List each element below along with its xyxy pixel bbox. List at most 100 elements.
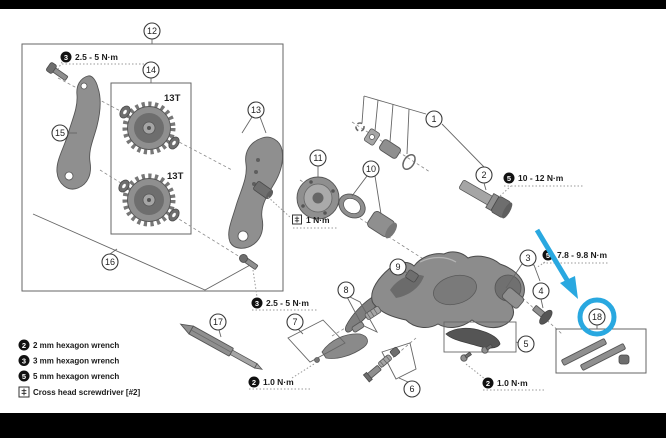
callout-1: 1 (425, 110, 443, 128)
svg-text:2: 2 (22, 341, 26, 350)
svg-text:18: 18 (592, 312, 602, 322)
dotted-leader-lines (57, 61, 546, 380)
callout-9: 9 (389, 258, 407, 276)
torque-value: 1.0 N·m (263, 377, 294, 387)
pulley-teeth-label-top: 13T (164, 93, 181, 104)
pulley-bolt-bottom (239, 254, 259, 270)
blue-arrowhead-icon (560, 276, 578, 299)
axle-unit-parts-1 (355, 95, 485, 170)
tool-legend: 2 2 mm hexagon wrench 3 3 mm hexagon wre… (18, 339, 140, 398)
torque-value: 2.5 - 5 N·m (266, 298, 309, 308)
plate-part-7 (287, 319, 368, 363)
svg-text:11: 11 (313, 153, 322, 163)
tool-size-badge: 3 (64, 53, 68, 62)
bushing-ring-10 (338, 193, 366, 219)
callout-13: 13 (247, 101, 265, 119)
legend-label: 2 mm hexagon wrench (33, 341, 119, 350)
legend-label: Cross head screwdriver [#2] (33, 388, 140, 397)
legend-row-2mm: 2 2 mm hexagon wrench (18, 339, 119, 351)
spring-pin-set-8 (344, 293, 382, 334)
callout-3: 3 (519, 249, 537, 267)
svg-text:2: 2 (481, 170, 486, 180)
torque-label-pulley-bottom: 3 2.5 - 5 N·m (251, 297, 318, 311)
callout-11: 11 (309, 149, 327, 167)
tool-size-badge: 2 (486, 379, 490, 388)
callout-7: 7 (286, 313, 304, 331)
bushing-cylinder-10 (367, 210, 398, 239)
svg-text:10: 10 (366, 164, 376, 174)
spare-parts-box-18 (555, 325, 647, 374)
plate-pin-13 (253, 181, 274, 199)
group-bracket-16 (32, 213, 253, 291)
svg-text:14: 14 (146, 65, 156, 75)
torque-label-bracket-bolt: 5 10 - 12 N·m (503, 172, 583, 187)
svg-text:6: 6 (409, 384, 414, 394)
torque-value: 7.8 - 9.8 N·m (557, 250, 608, 260)
tool-size-badge: 5 (546, 251, 550, 260)
cap-9 (402, 269, 419, 283)
torque-label-cross-screw: 1 N·m (292, 214, 337, 229)
derailleur-main-body (345, 251, 525, 333)
svg-text:3: 3 (22, 356, 26, 365)
guide-pulley-top (122, 101, 176, 155)
adjust-bolt-set-6 (362, 342, 417, 383)
torque-value: 1.0 N·m (497, 378, 528, 388)
long-tool-17 (179, 323, 264, 370)
tool-size-badge: 2 (252, 378, 256, 387)
callout-6: 6 (403, 380, 421, 398)
legend-row-3mm: 3 3 mm hexagon wrench (18, 355, 119, 366)
svg-text:5: 5 (523, 339, 528, 349)
highlight-annotation (534, 228, 617, 337)
group-box-14 (110, 78, 192, 235)
callout-8: 8 (337, 281, 355, 299)
svg-text:16: 16 (105, 257, 115, 267)
callout-4: 4 (532, 282, 550, 300)
inner-plate-15 (56, 75, 101, 190)
legend-label: 3 mm hexagon wrench (33, 357, 119, 366)
mount-bolt-4 (532, 298, 553, 325)
tool-size-badge: 3 (255, 299, 259, 308)
pulley-bolt-top (46, 62, 69, 81)
guide-pulley-bottom (122, 173, 176, 227)
top-letterbox-bar (0, 0, 666, 9)
svg-text:3: 3 (525, 253, 530, 263)
torque-value: 1 N·m (306, 215, 330, 225)
cross-head-screwdriver-icon (294, 216, 300, 223)
torque-label-plate-screw: 2 1.0 N·m (248, 376, 312, 390)
callout-10: 10 (362, 160, 380, 178)
svg-text:9: 9 (395, 262, 400, 272)
bottom-letterbox-bar (0, 413, 666, 438)
callout-15: 15 (51, 124, 69, 142)
callout-16: 16 (101, 253, 119, 271)
torque-label-skid-screw: 2 1.0 N·m (482, 377, 546, 391)
torque-label-pulley-top: 3 2.5 - 5 N·m (60, 51, 148, 65)
svg-text:7: 7 (292, 317, 297, 327)
svg-text:15: 15 (55, 128, 65, 138)
callout-12: 12 (143, 22, 161, 40)
pulley-teeth-label-bottom: 13T (167, 171, 184, 182)
outer-plate-13 (228, 116, 283, 249)
legend-label: 5 mm hexagon wrench (33, 372, 119, 381)
legend-row-5mm: 5 5 mm hexagon wrench (18, 370, 119, 382)
legend-row-crosshead: Cross head screwdriver [#2] (18, 386, 140, 398)
tool-size-badge: 5 (507, 174, 511, 183)
callout-17: 17 (209, 313, 227, 331)
torque-value: 2.5 - 5 N·m (75, 52, 118, 62)
skid-plate-5 (443, 321, 520, 362)
svg-text:5: 5 (22, 372, 26, 381)
highlight-circle (577, 297, 617, 337)
svg-text:17: 17 (213, 317, 223, 327)
bracket-axle-bolt-2 (459, 180, 513, 219)
core-disc-11 (296, 166, 340, 220)
svg-text:13: 13 (251, 105, 261, 115)
svg-text:4: 4 (538, 286, 543, 296)
callout-14: 14 (142, 61, 160, 79)
svg-text:12: 12 (147, 26, 157, 36)
callout-5: 5 (517, 335, 535, 353)
callout-2: 2 (475, 166, 493, 184)
svg-text:1: 1 (431, 114, 436, 124)
pulley-washers (118, 105, 180, 222)
blue-arrow-icon (534, 228, 573, 287)
callout-18: 18 (588, 308, 606, 326)
